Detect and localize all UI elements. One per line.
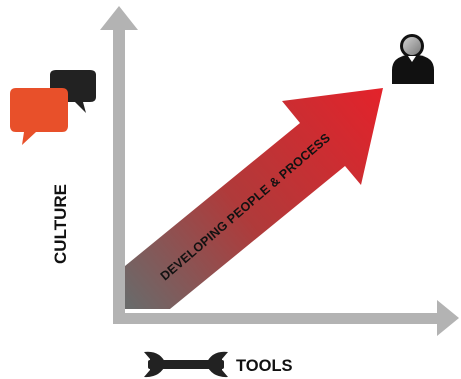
y-axis (100, 6, 138, 324)
progress-arrow: DEVELOPING PEOPLE & PROCESS (125, 88, 383, 309)
x-axis-label: TOOLS (236, 357, 293, 375)
x-axis-arrowhead (437, 300, 459, 336)
y-axis-label: CULTURE (51, 184, 70, 264)
arrow-label: DEVELOPING PEOPLE & PROCESS (158, 131, 333, 284)
wrench-icon (144, 351, 228, 378)
person-icon (392, 34, 434, 84)
y-axis-arrowhead (100, 6, 138, 30)
x-axis (113, 300, 459, 336)
speech-bubbles-icon (10, 70, 96, 145)
